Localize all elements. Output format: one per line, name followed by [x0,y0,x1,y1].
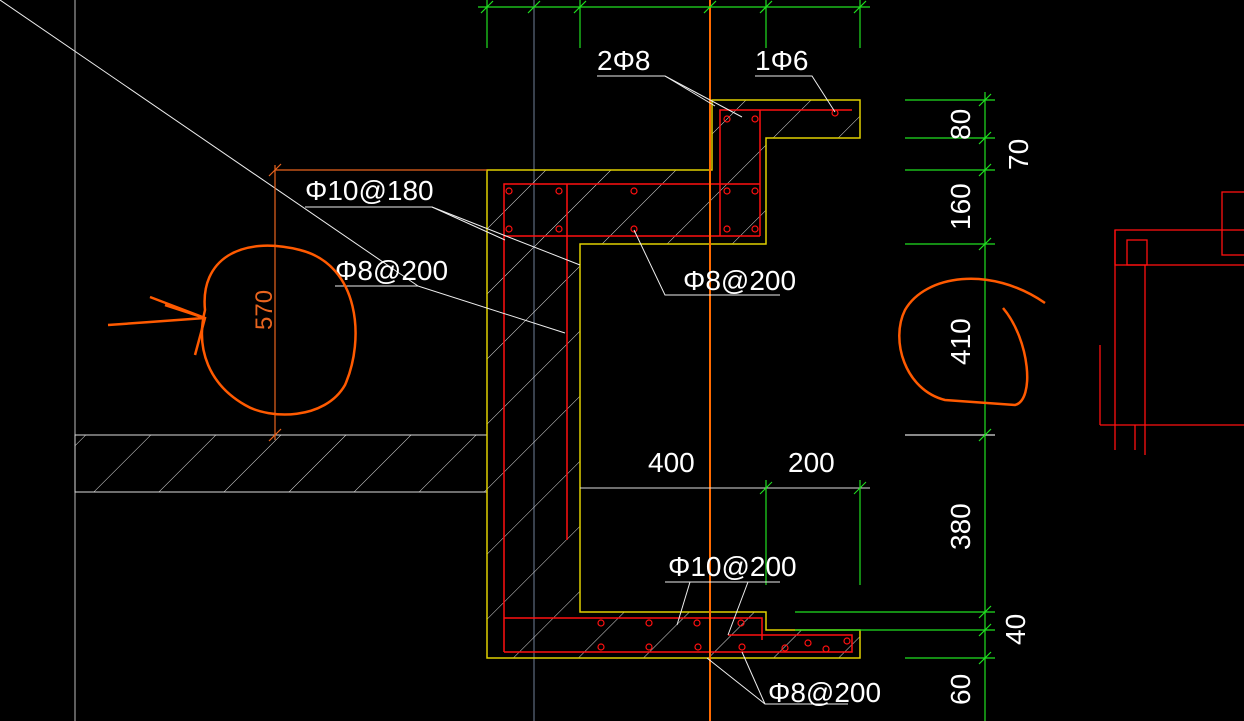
label-bottom-slab-top: Φ10@200 [668,551,797,582]
floor-slab [74,434,488,493]
rebar-dots [505,109,851,653]
markup-circle-right [898,277,1046,407]
dim-380: 380 [945,503,976,550]
dim-200: 200 [788,447,835,478]
dim-40: 40 [1000,614,1031,645]
dim-80: 80 [945,109,976,140]
label-inner-wall: Φ8@200 [335,255,448,286]
top-dimension [478,0,870,48]
label-bottom-slab-bottom: Φ8@200 [768,677,881,708]
dim-570: 570 [251,290,278,330]
dim-160: 160 [945,183,976,230]
label-2phi8: 2Φ8 [597,45,650,76]
markup-circle-left [200,244,357,416]
horizontal-dimension [580,480,870,585]
label-top-slab: Φ8@200 [683,265,796,296]
concrete-section [486,99,861,659]
adjacent-detail [1099,191,1244,455]
label-outer-wall: Φ10@180 [305,175,434,206]
rebar-lines [503,109,853,653]
leader-lines [0,0,848,705]
label-1phi6: 1Φ6 [755,45,808,76]
dim-60: 60 [945,674,976,705]
vertical-dimension [795,92,995,721]
markup-arrow-left [107,295,207,356]
dim-410: 410 [945,318,976,365]
dim-400: 400 [648,447,695,478]
dim-70: 70 [1003,139,1034,170]
markup-570 [268,163,487,442]
